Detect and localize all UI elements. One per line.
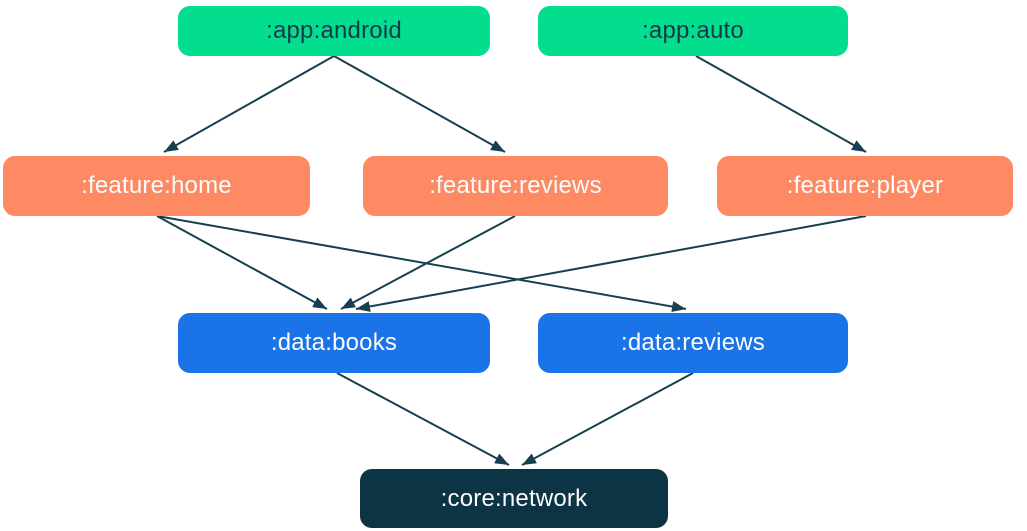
edge-feature-reviews-to-data-books bbox=[340, 215, 516, 310]
module-node-core-network: :core:network bbox=[360, 469, 668, 528]
edge-data-books-to-core-network bbox=[336, 372, 510, 466]
edge-feature-player-to-data-books bbox=[355, 215, 867, 312]
module-node-feature-home: :feature:home bbox=[3, 156, 310, 216]
module-label-core-network: :core:network bbox=[440, 484, 588, 512]
module-node-data-reviews: :data:reviews bbox=[538, 313, 848, 373]
module-node-app-android: :app:android bbox=[178, 6, 490, 56]
module-label-feature-reviews: :feature:reviews bbox=[429, 172, 602, 199]
edge-app-android-to-feature-home bbox=[163, 55, 335, 153]
module-label-feature-player: :feature:player bbox=[786, 172, 944, 199]
module-label-data-reviews: :data:reviews bbox=[621, 329, 765, 356]
module-node-feature-player: :feature:player bbox=[717, 156, 1013, 216]
module-label-feature-home: :feature:home bbox=[81, 172, 232, 199]
edge-app-android-to-feature-reviews bbox=[333, 55, 506, 153]
edge-data-reviews-to-core-network bbox=[521, 372, 694, 466]
edge-feature-home-to-data-reviews bbox=[156, 215, 687, 312]
module-node-app-auto: :app:auto bbox=[538, 6, 848, 56]
module-node-data-books: :data:books bbox=[178, 313, 490, 373]
module-label-app-auto: :app:auto bbox=[642, 17, 744, 44]
module-label-app-android: :app:android bbox=[266, 17, 402, 44]
edge-app-auto-to-feature-player bbox=[695, 55, 867, 153]
module-node-feature-reviews: :feature:reviews bbox=[363, 156, 668, 216]
module-label-data-books: :data:books bbox=[270, 329, 398, 356]
edge-feature-home-to-data-books bbox=[156, 215, 328, 310]
